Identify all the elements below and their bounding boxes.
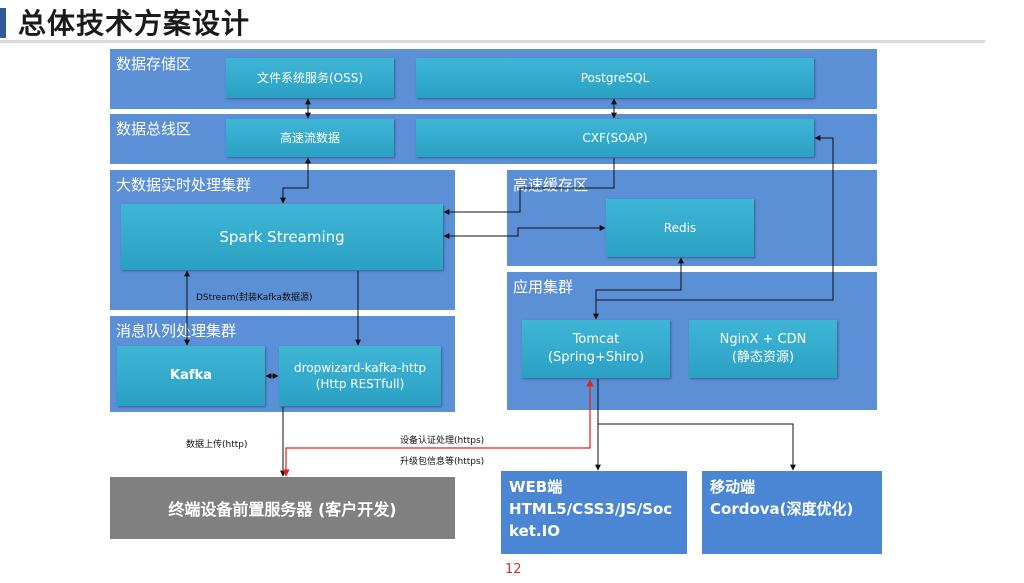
mobile-client-box: 移动端 Cordova(深度优化)	[702, 471, 882, 554]
link-redis-tomcat	[593, 257, 684, 320]
dstream-label: DStream(封装Kafka数据源)	[196, 293, 313, 303]
title-accent-bar	[0, 8, 6, 38]
zone-bigdata-label: 大数据实时处理集群	[116, 176, 252, 194]
title-divider	[0, 40, 985, 43]
zone-cache-label: 高速缓存区	[513, 176, 589, 194]
link-spark-redis	[443, 225, 606, 239]
postgresql-box: PostgreSQL	[416, 58, 814, 98]
nginx-cdn-box: NginX + CDN (静态资源)	[689, 320, 837, 378]
zone-app-label: 应用集群	[513, 278, 574, 296]
cxf-box: CXF(SOAP)	[416, 119, 814, 157]
kafka-box: Kafka	[117, 346, 265, 406]
page-title: 总体技术方案设计	[18, 7, 251, 40]
stream-box: 高速流数据	[226, 119, 394, 157]
auth-label: 设备认证处理(https)	[400, 436, 485, 446]
link-cxf-spark	[443, 158, 615, 215]
zone-bus-label: 数据总线区	[116, 120, 192, 138]
upload-label: 数据上传(http)	[186, 440, 248, 450]
zone-mq-label: 消息队列处理集群	[116, 322, 237, 340]
link-frontend-tomcat-red	[282, 379, 594, 477]
oss-box: 文件系统服务(OSS)	[226, 58, 394, 98]
link-stream-spark	[280, 157, 311, 204]
zone-storage-label: 数据存储区	[116, 55, 192, 73]
page-number: 12	[505, 562, 522, 577]
link-tomcat-mobile	[598, 423, 796, 471]
tomcat-box: Tomcat (Spring+Shiro)	[522, 320, 670, 378]
frontend-server-box: 终端设备前置服务器 (客户开发)	[110, 477, 455, 539]
upgrade-label: 升级包信息等(https)	[400, 457, 485, 467]
spark-streaming-box: Spark Streaming	[121, 204, 443, 270]
redis-box: Redis	[606, 199, 754, 257]
link-tomcat-cxf	[595, 135, 834, 319]
web-client-box: WEB端 HTML5/CSS3/JS/Socket.IO	[501, 471, 687, 554]
